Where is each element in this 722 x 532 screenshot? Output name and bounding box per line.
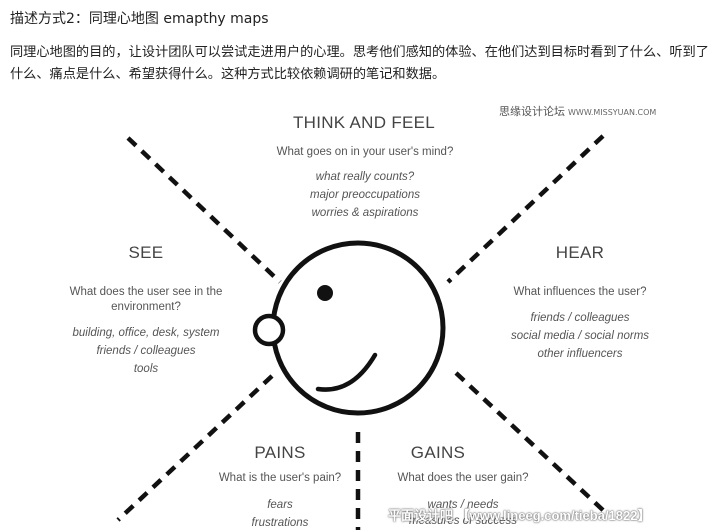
pains-question: What is the user's pain?	[218, 472, 342, 484]
see-question-line2: environment?	[111, 301, 181, 313]
hear-item: other influencers	[537, 348, 623, 360]
think-feel-item: what really counts?	[315, 171, 415, 183]
think-feel-title: THINK AND FEEL	[292, 113, 436, 132]
think-feel-question: What goes on in your user's mind?	[276, 146, 454, 158]
face-icon	[252, 240, 446, 416]
hear-item: social media / social norms	[510, 330, 650, 342]
gains-item: wants / needs	[427, 499, 499, 511]
see-item: friends / colleagues	[96, 345, 196, 357]
think-feel-item: worries & aspirations	[311, 207, 419, 219]
pains-title: PAINS	[254, 443, 306, 462]
watermark-top-url: WWW.MISSYUAN.COM	[568, 108, 657, 117]
nose-icon	[252, 313, 286, 347]
intro-paragraph: 同理心地图的目的，让设计团队可以尝试走进用户的心理。思考他们感知的体验、在他们达…	[10, 45, 709, 82]
divider-bottom-left	[116, 374, 274, 522]
see-item: building, office, desk, system	[72, 327, 220, 339]
hear-item: friends / colleagues	[530, 312, 630, 324]
see-title: SEE	[128, 243, 164, 262]
see-item: tools	[133, 363, 159, 375]
watermark-top-cn: 思缘设计论坛	[499, 105, 565, 118]
hear-title: HEAR	[555, 243, 605, 262]
pains-item: frustrations	[251, 517, 309, 529]
gains-title: GAINS	[410, 443, 466, 462]
watermark-bottom: 平面设计吧 【www.lineeg.com/tieba/1822】	[388, 508, 651, 523]
smile-icon	[315, 352, 378, 392]
divider-bottom-right	[454, 371, 607, 514]
divider-top-left	[126, 136, 282, 284]
pains-item: fears	[267, 499, 293, 511]
page-heading: 描述方式2：同理心地图 emapthy maps	[10, 11, 269, 27]
see-question-line1: What does the user see in the	[69, 286, 223, 298]
think-feel-item: major preoccupations	[310, 189, 420, 201]
eye-icon	[317, 285, 333, 301]
gains-question: What does the user gain?	[397, 472, 529, 484]
divider-top-right	[446, 134, 605, 284]
hear-question: What influences the user?	[513, 286, 647, 298]
gains-item: measures of success	[408, 515, 517, 527]
